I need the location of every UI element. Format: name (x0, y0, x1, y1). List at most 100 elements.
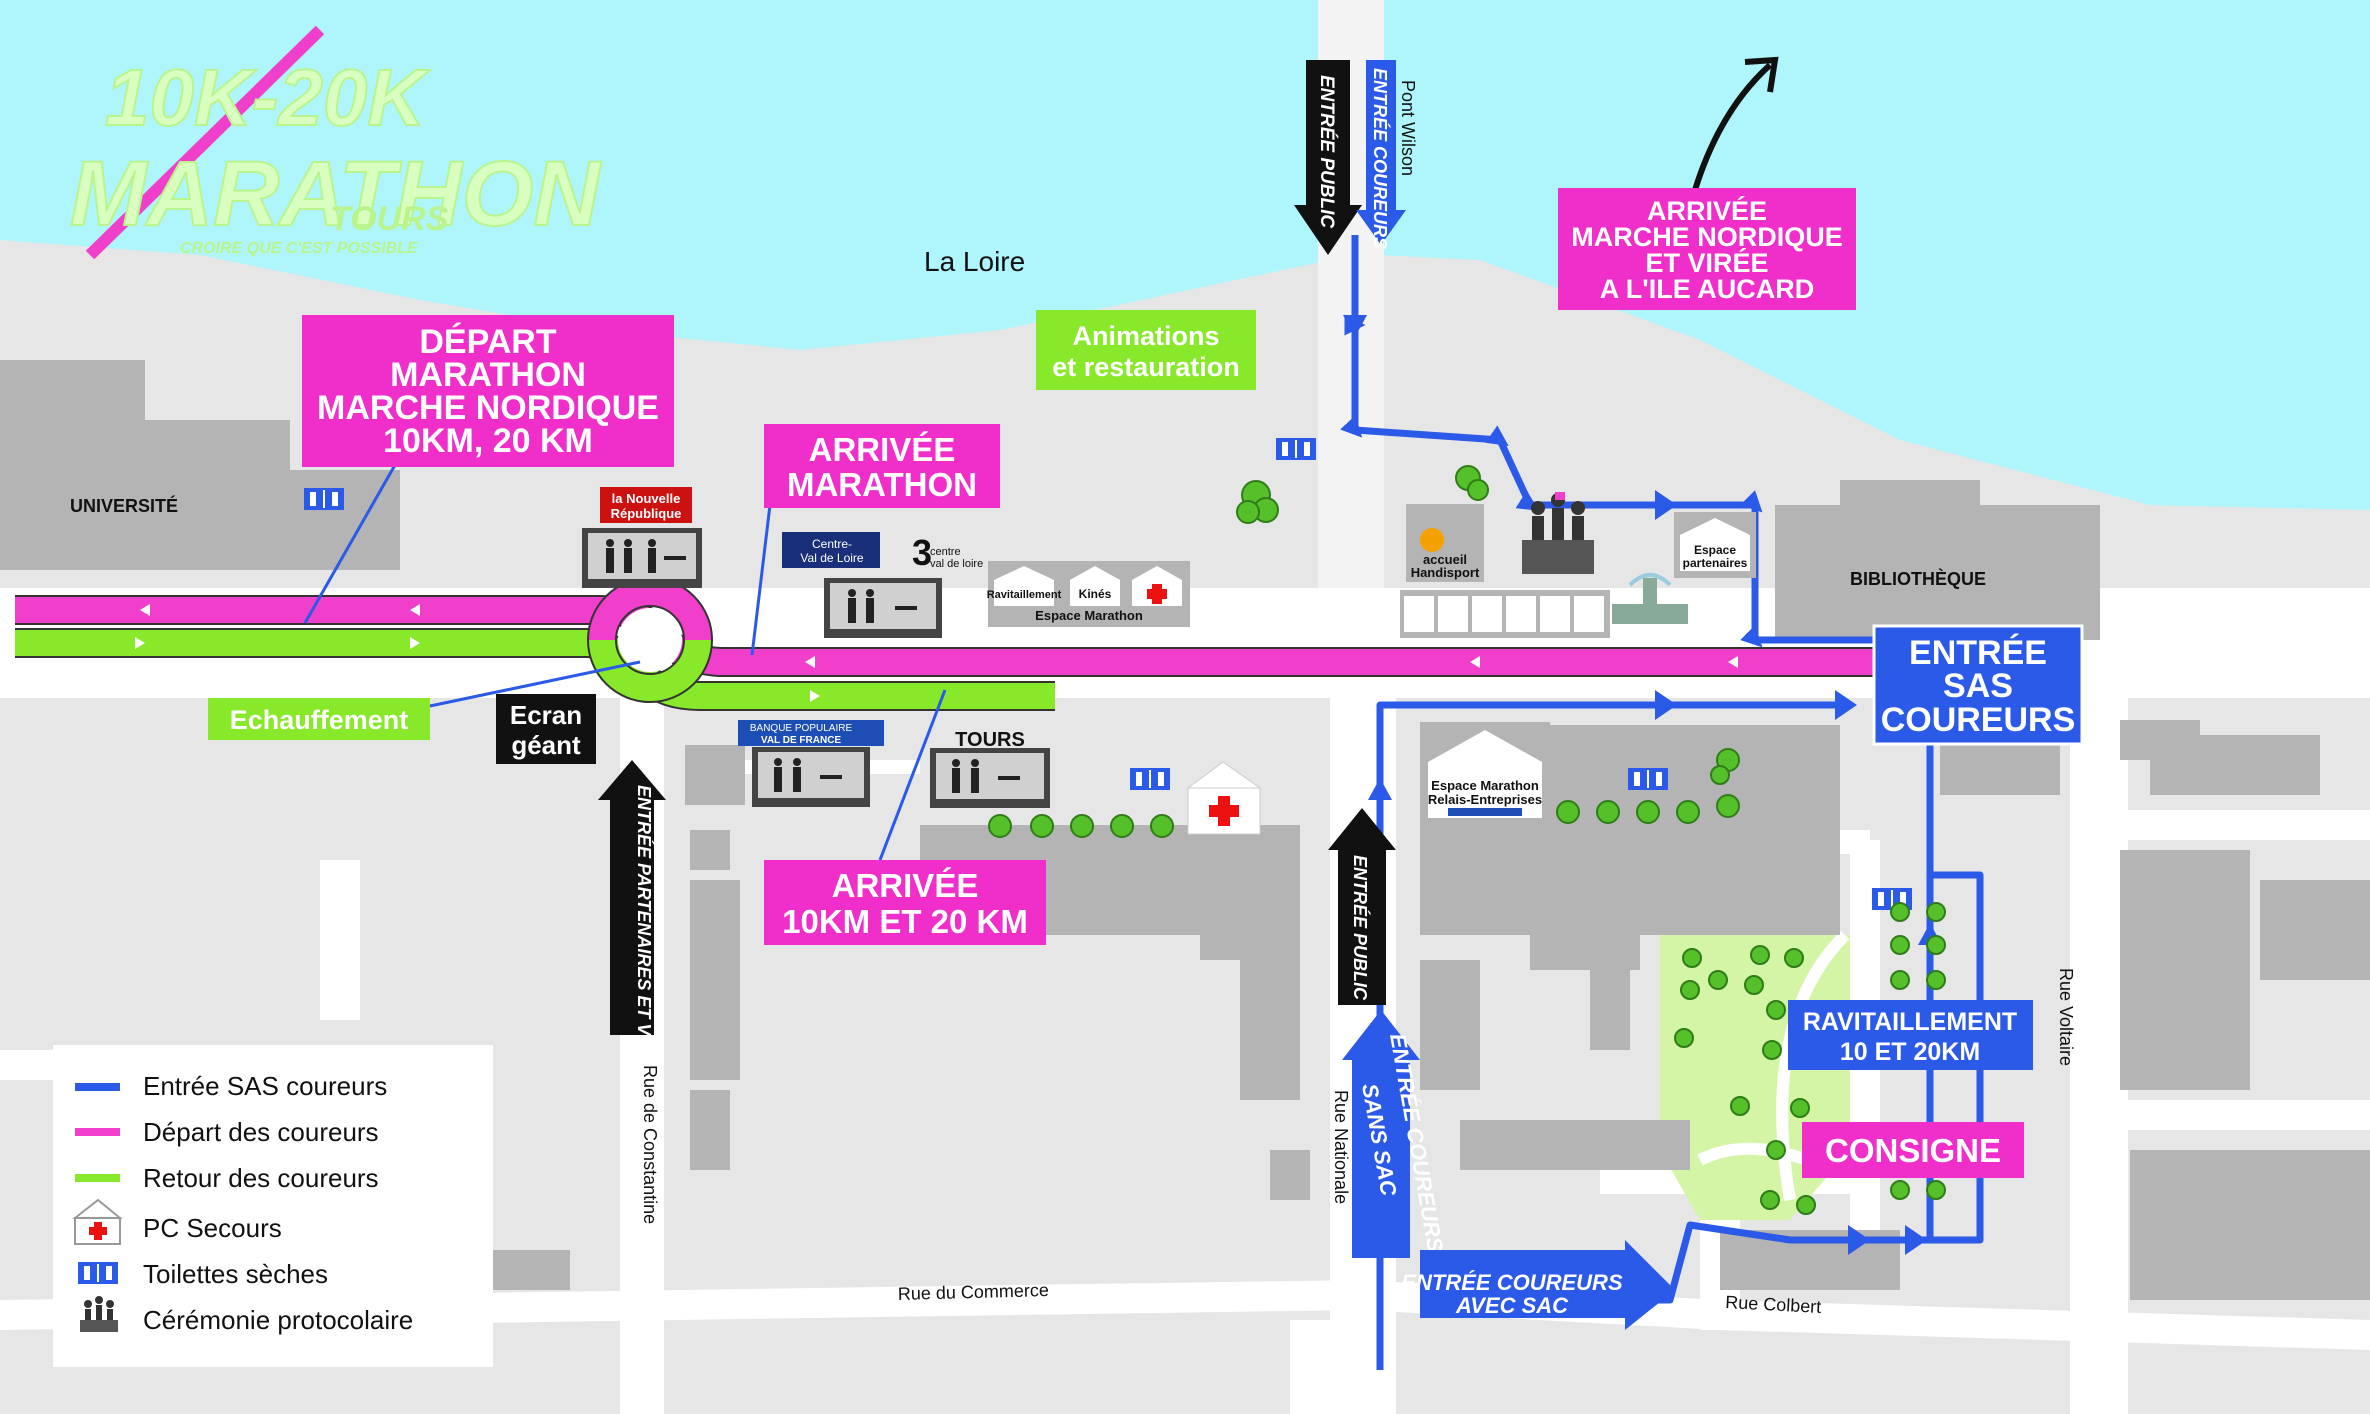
svg-text:RAVITAILLEMENT: RAVITAILLEMENT (1803, 1008, 2017, 1036)
svg-text:ENTRÉE COUREURS: ENTRÉE COUREURS (1370, 68, 1391, 249)
street-commerce: Rue du Commerce (898, 1280, 1050, 1304)
stand-banque-populaire: BANQUE POPULAIRE VAL DE FRANCE (738, 720, 884, 807)
logo-line1: 10K-20K (105, 53, 430, 142)
legend-label: Départ des coureurs (143, 1117, 379, 1147)
toilet-icon (78, 1262, 118, 1284)
svg-text:et restauration: et restauration (1052, 352, 1240, 382)
svg-text:centre: centre (930, 546, 961, 558)
callout-consigne: CONSIGNE (1802, 1122, 2024, 1178)
pc-secours-tent (1186, 761, 1262, 835)
toilet-icons (304, 438, 1912, 910)
stand-tours: TOURS (930, 729, 1050, 808)
svg-text:val de loire: val de loire (930, 558, 983, 570)
svg-text:Ravitaillement: Ravitaillement (987, 589, 1062, 601)
svg-text:MARCHE NORDIQUE: MARCHE NORDIQUE (317, 389, 659, 427)
street-voltaire: Rue Voltaire (2056, 968, 2076, 1066)
logo-tours: TOURS (330, 200, 449, 238)
arrow-ile-aucard (1692, 62, 1773, 191)
svg-text:DÉPART: DÉPART (419, 323, 556, 361)
svg-text:BANQUE POPULAIRE: BANQUE POPULAIRE (750, 723, 853, 734)
bridge-label: Pont Wilson (1398, 80, 1418, 176)
street-constantine: Rue de Constantine (640, 1065, 660, 1224)
trees (988, 465, 1946, 1215)
callout-entree-sas: ENTRÉE SAS COUREURS (1872, 624, 2084, 746)
callout-echauffement: Echauffement (208, 698, 430, 740)
arrow-entree-coureurs-top: ENTRÉE COUREURS (1356, 60, 1406, 249)
arrow-entree-public-bottom: ENTRÉE PUBLIC (1328, 808, 1396, 1005)
svg-text:10KM ET 20 KM: 10KM ET 20 KM (782, 903, 1028, 940)
logo-tagline: CROIRE QUE C'EST POSSIBLE (180, 240, 419, 257)
svg-text:ENTRÉE PUBLIC: ENTRÉE PUBLIC (1316, 75, 1338, 228)
svg-text:Ecran: Ecran (510, 700, 582, 730)
svg-text:AVEC SAC: AVEC SAC (1455, 1293, 1569, 1318)
svg-text:Espace Marathon: Espace Marathon (1431, 778, 1539, 793)
svg-text:partenaires: partenaires (1683, 556, 1748, 570)
stand-nouvelle-republique: la Nouvelle République (582, 487, 702, 588)
svg-text:Relais-Entreprises: Relais-Entreprises (1428, 792, 1542, 807)
first-aid-tent-icon (72, 1198, 123, 1245)
logo-line2: MARATHON (70, 143, 602, 245)
event-logo: 10K-20K MARATHON TOURS CROIRE QUE C'EST … (69, 25, 603, 260)
podium-icon (80, 1296, 118, 1332)
svg-text:Echauffement: Echauffement (230, 705, 409, 735)
river-loire-upper (0, 0, 1320, 320)
legend: Entrée SAS coureurs Départ des coureurs … (53, 1045, 493, 1367)
svg-text:A L'ILE AUCARD: A L'ILE AUCARD (1600, 274, 1814, 304)
callout-arrivee-10-20: ARRIVÉE 10KM ET 20 KM (764, 860, 1046, 945)
svg-text:ENTRÉE COUREURS: ENTRÉE COUREURS (1401, 1270, 1623, 1295)
svg-text:ENTRÉE PUBLIC: ENTRÉE PUBLIC (1350, 855, 1371, 1001)
toilet-icon (1130, 768, 1170, 790)
legend-label: PC Secours (143, 1213, 282, 1243)
svg-text:ENTRÉE PARTENAIRES ET VIP: ENTRÉE PARTENAIRES ET VIP (634, 785, 655, 1053)
toilet-icon (1276, 438, 1316, 460)
callout-animations: Animations et restauration (1036, 310, 1256, 390)
street-nationale: Rue Nationale (1331, 1090, 1351, 1204)
arrow-entree-partenaires: ENTRÉE PARTENAIRES ET VIP (598, 760, 666, 1053)
stand-espace-relais: Espace Marathon Relais-Entreprises (1420, 722, 1550, 826)
svg-text:MARCHE NORDIQUE: MARCHE NORDIQUE (1571, 222, 1843, 252)
bibliotheque-label: BIBLIOTHÈQUE (1850, 568, 1986, 589)
callout-ravitaillement: RAVITAILLEMENT 10 ET 20KM (1788, 1000, 2033, 1070)
svg-text:Espace: Espace (1694, 543, 1736, 557)
fountain-icon (1612, 573, 1688, 624)
river-label: La Loire (924, 246, 1025, 277)
callout-ecran-geant: Ecran géant (496, 694, 596, 764)
route-chevrons (135, 604, 1738, 702)
arrow-entree-public-top: ENTRÉE PUBLIC (1294, 60, 1362, 255)
callout-arrivee-nordique: ARRIVÉE MARCHE NORDIQUE ET VIRÉE A L'ILE… (1558, 188, 1856, 310)
toilet-icon (304, 488, 344, 510)
legend-label: Retour des coureurs (143, 1163, 379, 1193)
svg-text:accueil: accueil (1423, 552, 1467, 567)
arrow-entree-sans-sac: ENTRÉE COUREURS SANS SAC (1342, 1010, 1448, 1258)
svg-text:VAL DE FRANCE: VAL DE FRANCE (761, 735, 842, 746)
arrow-entree-avec-sac: ENTRÉE COUREURS AVEC SAC (1401, 1240, 1675, 1330)
svg-text:COUREURS: COUREURS (1881, 701, 2076, 739)
svg-text:Kinés: Kinés (1079, 587, 1112, 601)
legend-label: Entrée SAS coureurs (143, 1071, 387, 1101)
svg-text:Val de Loire: Val de Loire (800, 551, 863, 565)
svg-text:Espace Marathon: Espace Marathon (1035, 608, 1143, 623)
legend-label: Cérémonie protocolaire (143, 1305, 413, 1335)
svg-text:ARRIVÉE: ARRIVÉE (832, 867, 979, 904)
svg-text:MARATHON: MARATHON (787, 466, 977, 503)
callout-depart: DÉPART MARATHON MARCHE NORDIQUE 10KM, 20… (302, 315, 674, 467)
svg-text:Handisport: Handisport (1411, 565, 1480, 580)
svg-text:ENTRÉE: ENTRÉE (1909, 634, 2047, 672)
svg-text:10KM, 20 KM: 10KM, 20 KM (383, 422, 593, 460)
callout-arrivee-marathon: ARRIVÉE MARATHON (764, 424, 1000, 508)
svg-text:3: 3 (912, 532, 932, 573)
universite-label: UNIVERSITÉ (70, 495, 178, 516)
stand-accueil-handisport: accueil Handisport (1406, 504, 1484, 582)
toilet-icon (1628, 768, 1668, 790)
svg-text:CONSIGNE: CONSIGNE (1825, 1132, 2001, 1169)
svg-text:10 ET 20KM: 10 ET 20KM (1840, 1038, 1980, 1066)
svg-text:la Nouvelle: la Nouvelle (612, 491, 681, 506)
sponsor-strip (1400, 590, 1610, 638)
svg-text:ARRIVÉE: ARRIVÉE (1647, 195, 1767, 226)
podium-icon (1522, 492, 1594, 574)
svg-text:SAS: SAS (1943, 667, 2013, 705)
svg-text:ET VIRÉE: ET VIRÉE (1645, 247, 1768, 278)
svg-text:MARATHON: MARATHON (390, 356, 586, 394)
svg-text:Centre-: Centre- (812, 537, 852, 551)
